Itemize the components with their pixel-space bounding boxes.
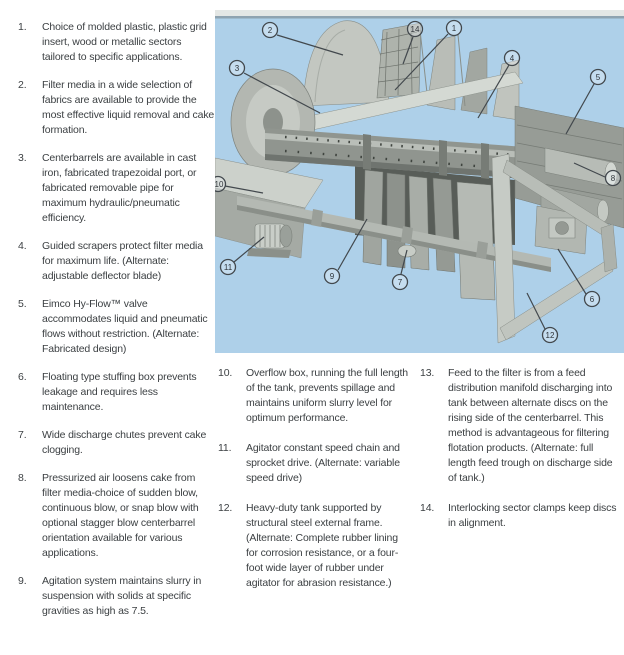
callout-7: 7 [391,273,409,291]
callout-number: 3 [235,64,240,73]
list-item: 6. Floating type stuffing box prevents le… [18,370,216,415]
list-item: 12. Heavy-duty tank supported by structur… [218,501,412,591]
callout-number: 11 [224,263,233,272]
callout-markers: 1 2 3 4 5 6 7 [215,19,622,344]
mesh-sector [376,22,422,99]
item-number: 6. [18,371,27,383]
callout-10: 10 [215,175,227,193]
list-item: 4. Guided scrapers protect filter media f… [18,239,216,284]
item-text: Agitation system maintains slurry in sus… [42,575,202,617]
figure-top-band [215,10,624,16]
callout-number: 4 [510,54,515,63]
callout-12: 12 [541,326,559,344]
disc-filter-figure: 1 2 3 4 5 6 7 [215,10,624,353]
callout-2: 2 [261,21,279,39]
item-number: 14. [420,502,435,514]
item-text: Floating type stuffing box prevents leak… [42,371,197,413]
item-text: Heavy-duty tank supported by structural … [246,502,399,589]
feature-list-middle: 10. Overflow box, running the full length… [218,366,412,606]
item-text: Agitator constant speed chain and sprock… [246,442,400,484]
callout-number: 7 [398,278,403,287]
item-text: Guided scrapers protect filter media for… [42,240,203,282]
callout-14: 14 [406,20,424,38]
item-text: Wide discharge chutes prevent cake clogg… [42,429,207,456]
callout-number: 9 [330,272,335,281]
item-text: Interlocking sector clamps keep discs in… [448,502,617,529]
callout-number: 12 [546,331,555,340]
callout-number: 2 [268,26,273,35]
disc-filter-illustration: 1 2 3 4 5 6 7 [215,10,624,353]
list-item: 9. Agitation system maintains slurry in s… [18,574,216,619]
callout-number: 8 [611,174,616,183]
item-number: 12. [218,502,233,514]
item-number: 5. [18,298,27,310]
list-item: 1. Choice of molded plastic, plastic grid… [18,20,216,65]
list-item: 11. Agitator constant speed chain and spr… [218,441,412,486]
feature-list-right: 13. Feed to the filter is from a feed dis… [420,366,622,546]
list-item: 3. Centerbarrels are available in cast ir… [18,151,216,226]
callout-1: 1 [445,19,463,37]
list-item: 10. Overflow box, running the full length… [218,366,412,426]
list-item: 8. Pressurized air loosens cake from filt… [18,471,216,561]
callout-8: 8 [604,169,622,187]
callout-9: 9 [323,267,341,285]
item-text: Eimco Hy-Flow™ valve accommodates liquid… [42,298,208,355]
disc-stack [514,105,624,229]
item-text: Pressurized air loosens cake from filter… [42,472,199,559]
callout-number: 10 [215,180,224,189]
machine-illustration [215,20,624,344]
list-item: 14. Interlocking sector clamps keep discs… [420,501,622,531]
item-number: 7. [18,429,27,441]
list-item: 2. Filter media in a wide selection of fa… [18,78,216,138]
callout-4: 4 [503,49,521,67]
item-number: 13. [420,367,435,379]
item-number: 4. [18,240,27,252]
item-number: 9. [18,575,27,587]
sector-cover-shade [314,29,346,103]
item-text: Centerbarrels are available in cast iron… [42,152,197,224]
item-number: 1. [18,21,27,33]
callout-6: 6 [583,290,601,308]
feature-list-left: 1. Choice of molded plastic, plastic grid… [18,20,216,632]
item-number: 11. [218,442,232,454]
stuffing-box-valve [534,205,588,255]
callout-3: 3 [228,59,246,77]
support-frame [491,153,618,344]
callout-number: 5 [596,73,601,82]
callout-number: 1 [452,24,457,33]
item-text: Overflow box, running the full length of… [246,367,408,424]
item-text: Filter media in a wide selection of fabr… [42,79,215,136]
agitator-pipe [237,196,551,272]
centerbarrel [265,128,567,182]
list-item: 13. Feed to the filter is from a feed dis… [420,366,622,486]
item-text: Choice of molded plastic, plastic grid i… [42,21,207,63]
item-text: Feed to the filter is from a feed distri… [448,367,613,484]
item-number: 2. [18,79,27,91]
figure-top-band-edge [215,16,624,19]
item-number: 8. [18,472,27,484]
list-item: 7. Wide discharge chutes prevent cake clo… [18,428,216,458]
callout-number: 6 [590,295,595,304]
callout-5: 5 [589,68,607,86]
item-number: 10. [218,367,233,379]
list-item: 5. Eimco Hy-Flow™ valve accommodates liqu… [18,297,216,357]
callout-leader-lines [224,33,606,330]
callout-number: 14 [411,25,420,34]
callout-11: 11 [219,258,237,276]
item-number: 3. [18,152,27,164]
agitator-drive [247,223,293,258]
